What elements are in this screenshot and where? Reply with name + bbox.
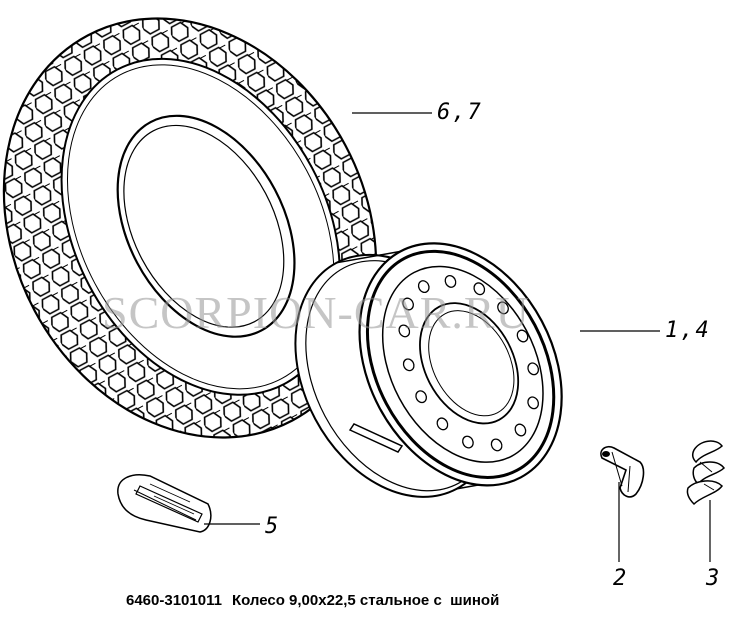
- diagram-caption: 6460-3101011 Колесо 9,00х22,5 стальное с …: [126, 592, 509, 609]
- leader-lines: [204, 112, 711, 562]
- clamp-part: [600, 445, 645, 498]
- caption-description: Колесо 9,00х22,5 стальное с шиной: [231, 592, 500, 609]
- valve-stem: [348, 423, 404, 453]
- spring-part: [686, 440, 725, 506]
- callout-tire: 6,7: [437, 100, 483, 125]
- valve-cap: [117, 474, 212, 533]
- tire-bead: [116, 114, 296, 338]
- callout-spring: 3: [706, 566, 722, 591]
- callout-valve-cap: 5: [265, 514, 281, 539]
- caption-part-number: 6460-3101011: [126, 592, 222, 609]
- watermark: SCORPION-CAR.RU: [102, 287, 530, 338]
- callout-clamp: 2: [613, 566, 629, 591]
- tire: [2, 17, 378, 439]
- wheel-disc: [294, 242, 563, 498]
- callout-disc: 1,4: [665, 318, 711, 343]
